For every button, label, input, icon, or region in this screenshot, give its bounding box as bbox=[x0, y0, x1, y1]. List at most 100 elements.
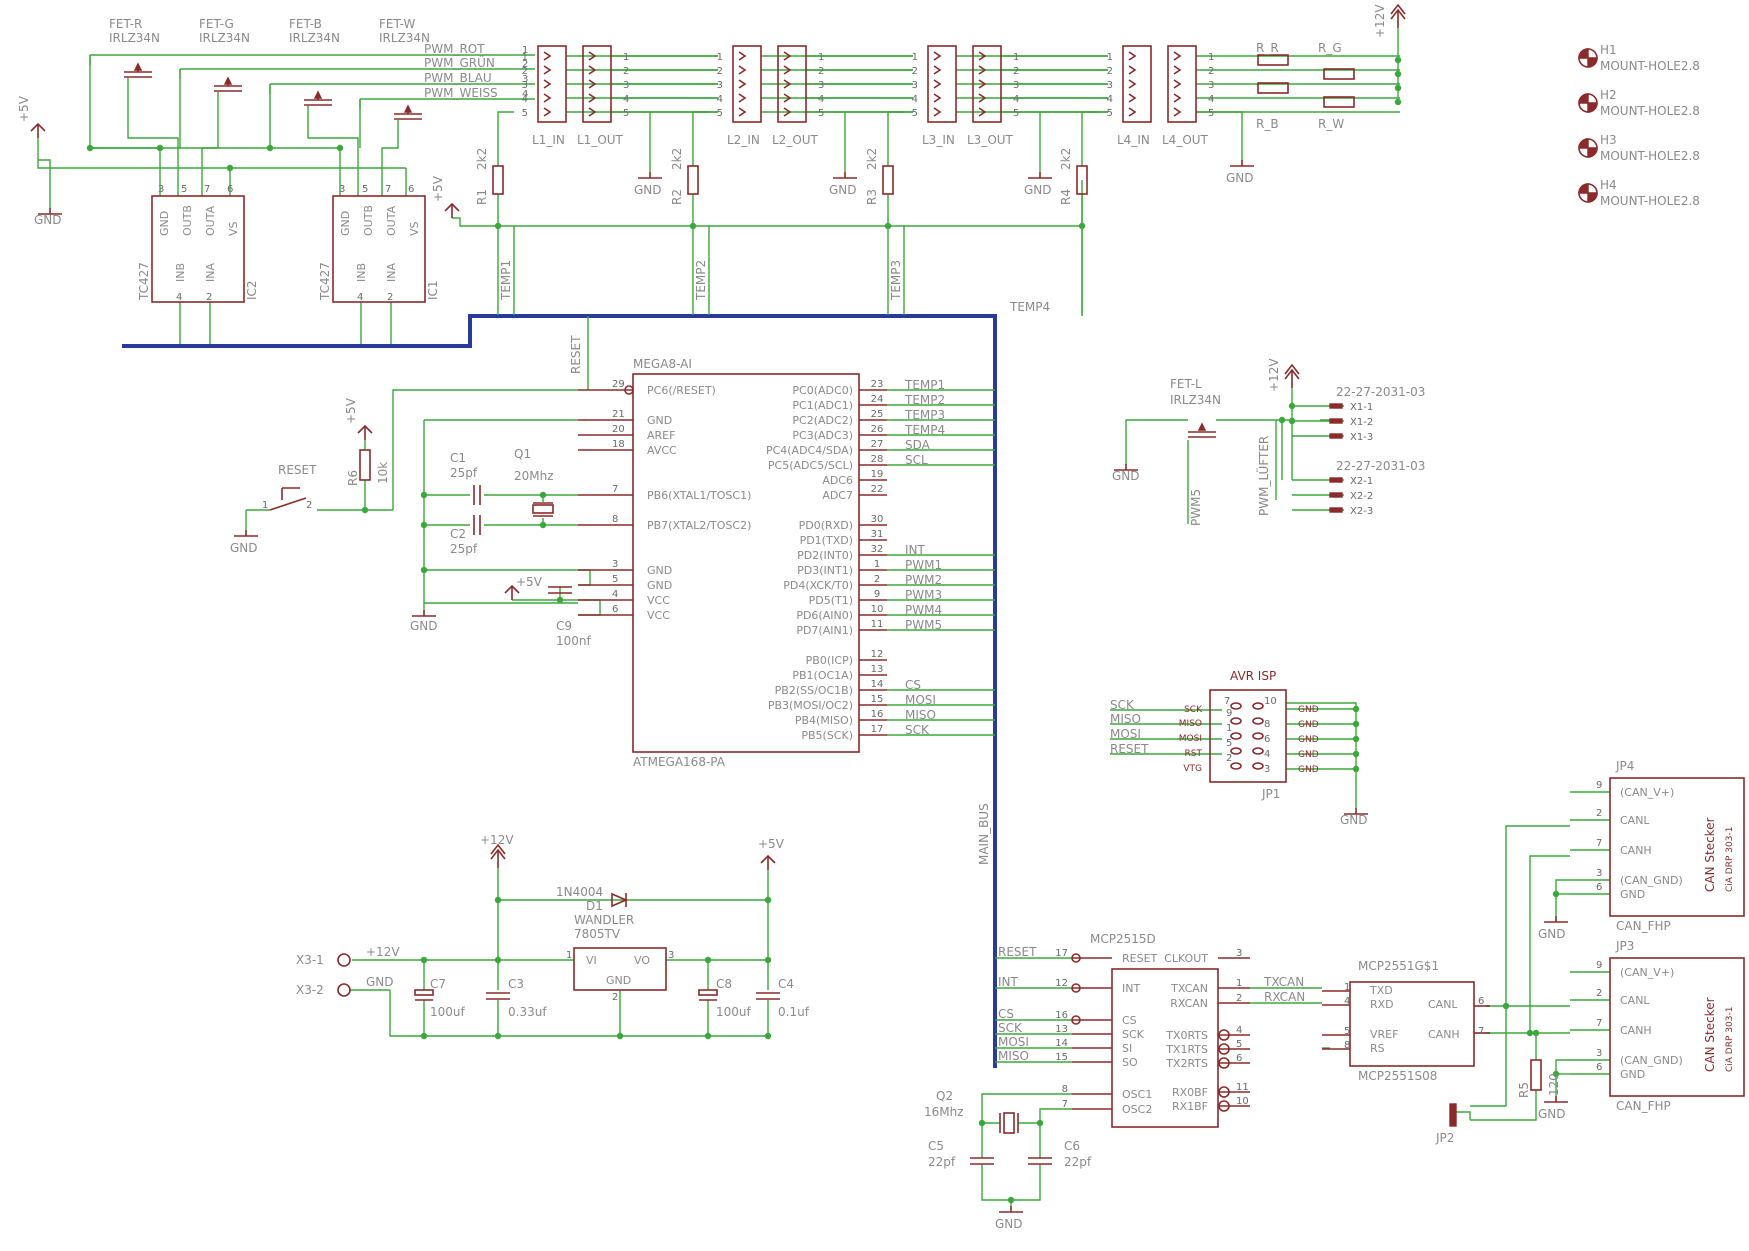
pin-number: 1 bbox=[912, 52, 918, 63]
isp-name: JP1 bbox=[1261, 787, 1280, 801]
pin-number: 7 bbox=[1062, 1099, 1068, 1110]
inverter-bubble bbox=[1071, 1015, 1081, 1025]
connector-L3_IN bbox=[927, 45, 957, 123]
reg-pin: VI bbox=[586, 954, 597, 967]
junction-dot bbox=[978, 1119, 986, 1127]
junction-dot bbox=[494, 956, 502, 964]
connector-pin bbox=[588, 93, 597, 103]
temp-net: TEMP4 bbox=[1009, 300, 1050, 314]
pin-number: 32 bbox=[871, 544, 884, 555]
can-plug-pin-name: CANH bbox=[1620, 844, 1652, 857]
resistor-R_B bbox=[1257, 82, 1289, 94]
junction-dot bbox=[1532, 1029, 1540, 1037]
can-ctrl-pin: RX0BF bbox=[1172, 1086, 1208, 1099]
can-plug-pin-name: (CAN_GND) bbox=[1620, 874, 1683, 887]
mcu-pin-name: PB6(XTAL1/TOSC1) bbox=[647, 489, 751, 502]
can-ctrl-pin: SI bbox=[1122, 1042, 1132, 1055]
pin-number: 2 bbox=[1236, 993, 1242, 1004]
mcu-pin-name: PD1(TXD) bbox=[800, 534, 853, 547]
isp-pin-label: GND bbox=[1298, 705, 1319, 715]
connector-pin bbox=[543, 107, 552, 117]
can-ctrl-net: MOSI bbox=[998, 1035, 1029, 1049]
driver-pin-name: INB bbox=[355, 263, 368, 282]
pin-number: 1 bbox=[818, 52, 824, 63]
mcu-pin-name: PB1(OC1A) bbox=[792, 669, 853, 682]
junction-dot bbox=[494, 222, 502, 230]
wire bbox=[1286, 702, 1357, 808]
connector-L1_IN bbox=[537, 45, 567, 123]
pin-number: 1 bbox=[1226, 723, 1232, 734]
can-plug-pin-name: (CAN_V+) bbox=[1620, 966, 1674, 979]
p12v-fan: +12V bbox=[1267, 358, 1281, 392]
pin-bubble bbox=[1218, 1100, 1230, 1112]
cap-value: 100uf bbox=[716, 1005, 752, 1019]
gnd-label: GND bbox=[1340, 813, 1368, 827]
led-resistor-label: R_G bbox=[1318, 41, 1342, 55]
pin-bubble bbox=[1218, 1029, 1230, 1041]
junction-dot bbox=[539, 521, 547, 529]
wire bbox=[307, 106, 359, 196]
connector-name: L3_IN bbox=[922, 133, 955, 147]
mount-hole-fill bbox=[1578, 93, 1589, 104]
mount-hole-fill bbox=[1587, 102, 1598, 113]
pin-number: 27 bbox=[871, 439, 884, 450]
junction-dot bbox=[420, 956, 428, 964]
pin-number: 5 bbox=[1013, 108, 1019, 119]
connector-pin bbox=[978, 65, 987, 75]
pin-number: 4 bbox=[912, 94, 918, 105]
pin-number: 1 bbox=[522, 52, 528, 63]
pin-number: 6 bbox=[1478, 996, 1484, 1007]
connector-pin bbox=[933, 79, 942, 89]
gnd-label: GND bbox=[995, 1217, 1023, 1231]
mcu-pin-name: PD6(AIN0) bbox=[796, 609, 853, 622]
connector-name: L2_IN bbox=[727, 133, 760, 147]
capacitor-c8 bbox=[698, 989, 718, 996]
bus-label: MAIN_BUS bbox=[977, 803, 991, 865]
pin-number: 4 bbox=[1208, 94, 1214, 105]
connector-pin bbox=[1173, 65, 1182, 75]
pin-number: 5 bbox=[1208, 108, 1214, 119]
wire bbox=[1039, 1108, 1072, 1158]
diode-value: 1N4004 bbox=[556, 885, 603, 899]
mcu-pin-name: AVCC bbox=[647, 444, 677, 457]
mount-hole-fill bbox=[1587, 57, 1598, 68]
junction-dot bbox=[420, 566, 428, 574]
connector-pin bbox=[738, 79, 747, 89]
resistor-value: 120 bbox=[1547, 1073, 1561, 1096]
junction-dot bbox=[1288, 417, 1296, 425]
pin-number: 7 bbox=[1596, 838, 1602, 849]
mcu-part: ATMEGA168-PA bbox=[633, 755, 726, 769]
cap-value: 22pf bbox=[928, 1155, 956, 1169]
connector-pin bbox=[1128, 51, 1137, 61]
can-ctrl-pin: RX1BF bbox=[1172, 1100, 1208, 1113]
isp-net: MOSI bbox=[1110, 727, 1141, 741]
resistor-R_G bbox=[1323, 68, 1355, 80]
junction-dot bbox=[764, 1032, 772, 1040]
pin-number: 1 bbox=[874, 559, 880, 570]
cap-name: C8 bbox=[716, 977, 732, 991]
mount-hole-type: MOUNT-HOLE2.8 bbox=[1600, 194, 1700, 208]
connector-pin bbox=[978, 93, 987, 103]
pin-number: 3 bbox=[522, 80, 528, 91]
mcu-net-label: INT bbox=[905, 543, 926, 557]
resistor-value: 2k2 bbox=[865, 148, 879, 170]
pin-number: 6 bbox=[1264, 734, 1270, 745]
inverter-bubble bbox=[624, 385, 634, 395]
resistor-value: 10k bbox=[376, 462, 390, 484]
connector-pin bbox=[738, 65, 747, 75]
supply-arrow bbox=[444, 202, 460, 212]
pin-number: 5 bbox=[1236, 1039, 1242, 1050]
pin-number: 31 bbox=[871, 529, 884, 540]
fan-gate-net: PWM5 bbox=[1189, 489, 1203, 526]
pin-number: 8 bbox=[1344, 1040, 1350, 1051]
mount-hole-type: MOUNT-HOLE2.8 bbox=[1600, 104, 1700, 118]
pin-number: 5 bbox=[717, 108, 723, 119]
connector-L2_IN bbox=[732, 45, 762, 123]
can-ctrl-pin: TX2RTS bbox=[1165, 1057, 1208, 1070]
supply-arrow bbox=[1390, 8, 1406, 20]
pin-number: 1 bbox=[1236, 978, 1242, 989]
mount-hole-fill bbox=[1587, 192, 1598, 203]
mcu-net-label: MOSI bbox=[905, 693, 936, 707]
switch bbox=[269, 497, 307, 511]
can-ctrl-net: RESET bbox=[998, 945, 1037, 959]
